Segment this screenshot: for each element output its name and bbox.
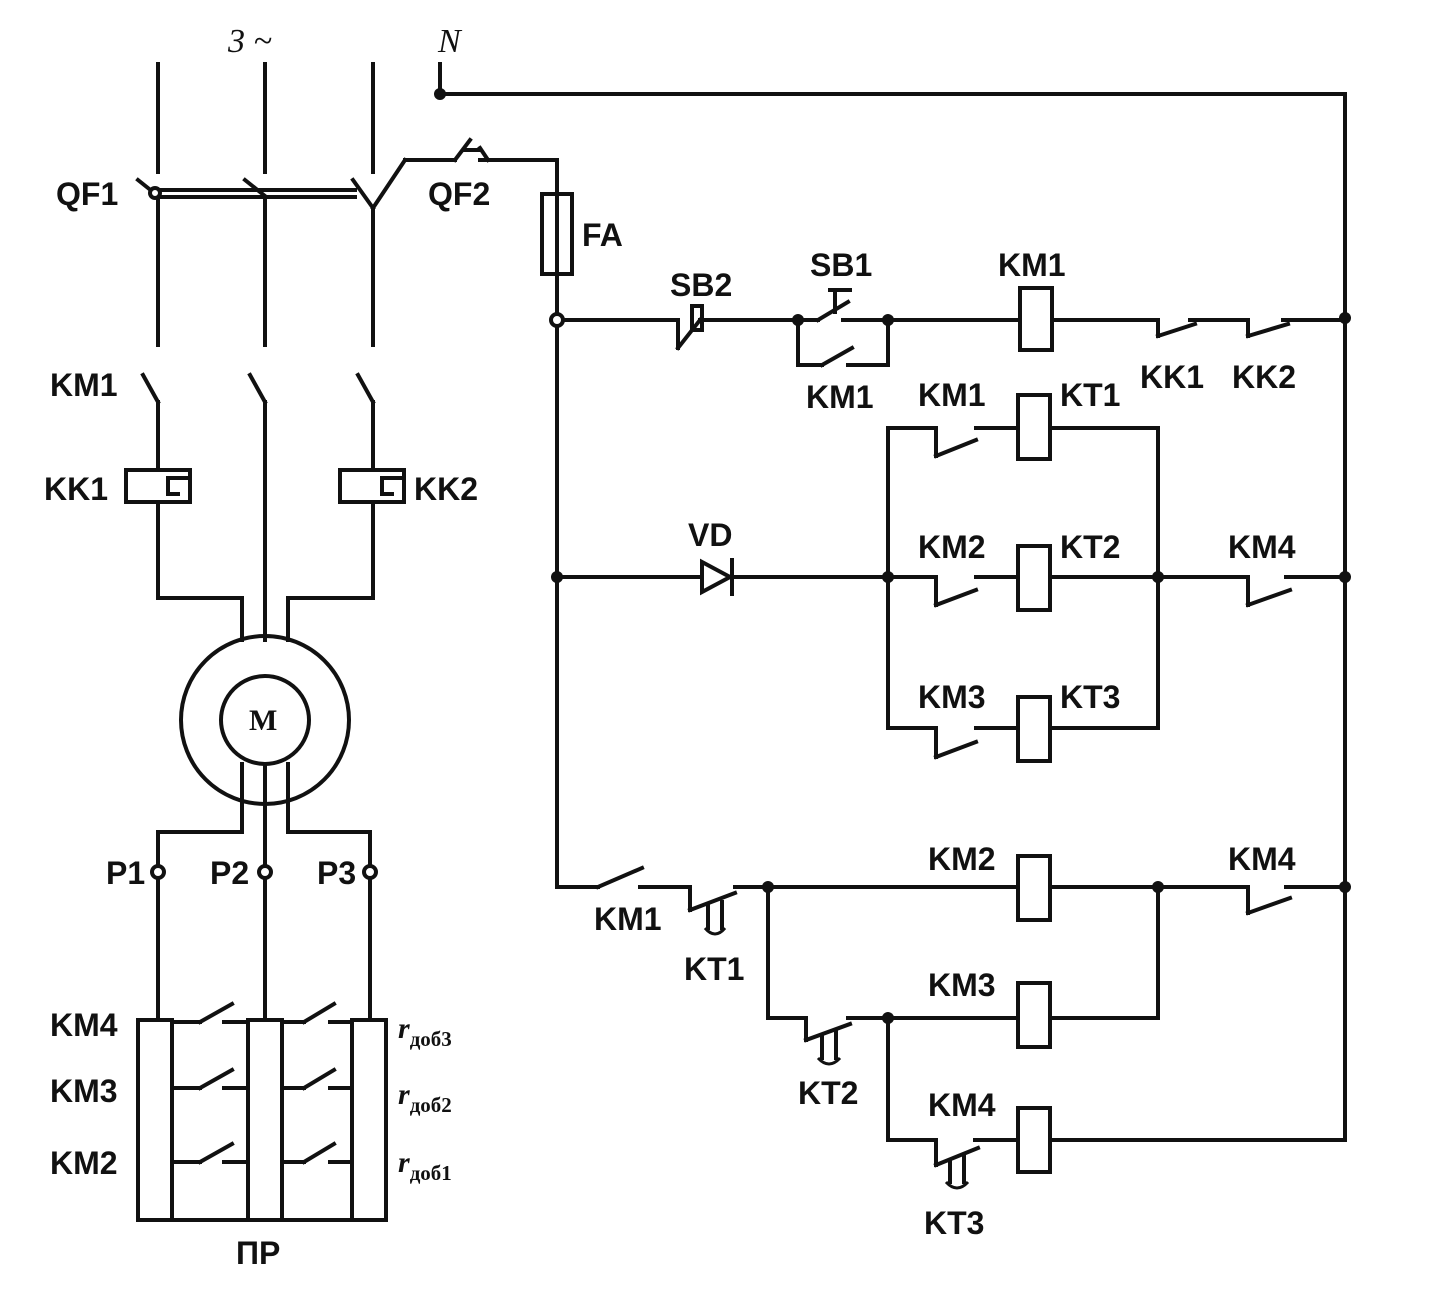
neutral-label: N [437,23,463,60]
kk1-power-label: KK1 [44,471,108,507]
kk2-ctrl-label: KK2 [1232,359,1296,395]
vd-diode [700,558,890,596]
sb1-start-button [796,288,890,323]
resistor-labels: rдоб3 rдоб2 rдоб1 [398,1012,452,1185]
km3-accel-coil-label: KM3 [928,967,996,1003]
control-circuit: N QF2 FA [403,23,1351,1241]
kt1-coil-label: KT1 [1060,377,1120,413]
km1-timer-contact-label: KM1 [918,377,986,413]
km1-coil-label: KM1 [998,247,1066,283]
acceleration-rungs [555,854,1347,1190]
km3-resistor-label: KM3 [50,1073,118,1109]
km1-hold-contact [796,318,890,368]
kk1-thermal-element [124,468,244,642]
motor-label: M [249,704,277,737]
km2-resistor-label: KM2 [50,1145,118,1181]
km1-coil [1018,286,1054,352]
fa-label: FA [582,217,623,253]
p3-label: P3 [317,855,356,891]
resistor-box-label: ПР [236,1235,280,1271]
km2-accel-coil-label: KM2 [928,841,996,877]
kt2-coil-label: KT2 [1060,529,1120,565]
km4-timer-contact [1156,575,1347,608]
km3-accel-coil [1016,981,1052,1049]
kt2-contact-label: KT2 [798,1075,858,1111]
timer-block [561,393,1347,763]
km1-hold-label: KM1 [806,379,874,415]
kt1-contact-label: KT1 [684,951,744,987]
kt3-contact-label: KT3 [924,1205,984,1241]
fa-fuse [540,192,574,316]
rung-main-coil [561,286,1347,368]
kk1-nc-contact [1155,318,1250,339]
p2-label: P2 [210,855,249,891]
kt2-timed-contact [803,1016,890,1066]
vd-label: VD [688,517,732,553]
kk2-nc-contact [1245,318,1347,339]
qf2-label: QF2 [428,176,490,212]
km4-resistor-label: KM4 [50,1007,118,1043]
r-dob2-label: rдоб2 [398,1078,452,1117]
sb2-stop-button [675,304,800,351]
km4-timer-label: KM4 [1228,529,1296,565]
kt1-coil [1016,393,1052,461]
km2-accel-coil [1016,854,1052,922]
qf2-breaker [403,137,559,196]
km1-accel-contact-label: KM1 [594,901,662,937]
kt3-coil-label: KT3 [1060,679,1120,715]
phase-lines [156,62,375,174]
kt2-coil [1016,544,1052,612]
rotor-leads [150,762,378,1022]
qf1-breaker [135,157,408,347]
km4-accel-contact-label: KM4 [1228,841,1296,877]
supply-label: 3 ~ [227,23,272,60]
qf1-label: QF1 [56,176,118,212]
kt1-timed-contact [687,885,770,936]
km3-timer-contact-label: KM3 [918,679,986,715]
power-circuit: 3 ~ QF1 [44,23,478,1271]
sb2-label: SB2 [670,267,732,303]
km4-accel-coil [1016,1106,1052,1174]
sb1-label: SB1 [810,247,872,283]
km2-timer-contact-label: KM2 [918,529,986,565]
kk2-thermal-element [286,468,406,642]
p1-label: P1 [106,855,145,891]
kt3-timed-contact [933,1138,1020,1190]
r-dob1-label: rдоб1 [398,1146,452,1185]
km4-accel-coil-label: KM4 [928,1087,996,1123]
kt3-coil [1016,695,1052,763]
control-rail-left [549,312,565,889]
kk1-ctrl-label: KK1 [1140,359,1204,395]
km1-main-contacts [140,372,376,642]
r-dob3-label: rдоб3 [398,1012,452,1051]
kk2-power-label: KK2 [414,471,478,507]
resistor-box [136,1001,388,1222]
resistor-contacts [170,1001,354,1165]
km1-power-label: KM1 [50,367,118,403]
